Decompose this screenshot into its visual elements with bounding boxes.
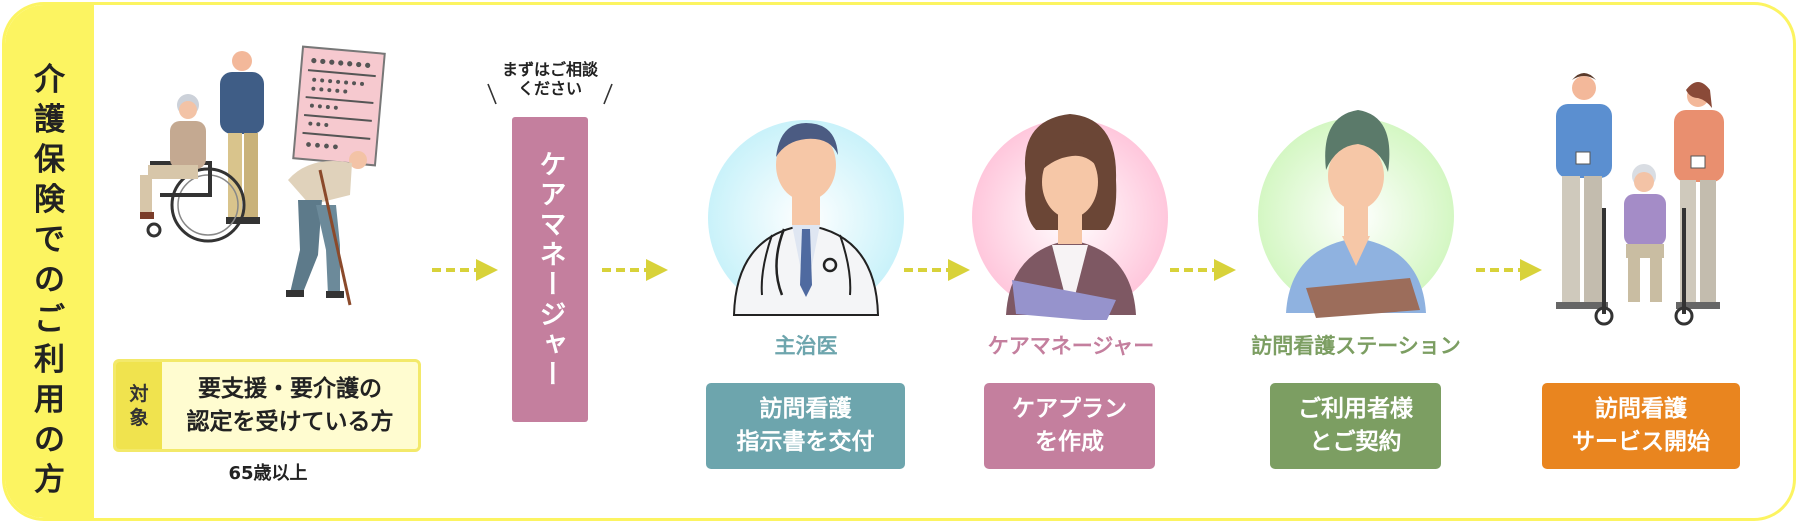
step-box-service: 訪問看護 サービス開始 <box>1542 383 1740 469</box>
arrow-icon <box>1170 259 1236 281</box>
seated-elderly-woman <box>140 94 206 219</box>
walking-elderly-man <box>286 151 367 306</box>
step-box-care-manager: ケアプラン を作成 <box>984 383 1155 469</box>
step-role-care-manager: ケアマネージャー <box>987 334 1155 358</box>
callout-marks <box>487 83 613 105</box>
step-box-doctor: 訪問看護 指示書を交付 <box>706 383 905 469</box>
elderly-people-illustration <box>140 45 386 306</box>
standing-elderly-man <box>220 51 264 224</box>
arrow-icon <box>1476 259 1542 281</box>
target-description: 要支援・要介護の 認定を受けている方 <box>186 375 394 435</box>
document-icon <box>292 45 386 167</box>
step-role-station: 訪問看護ステーション <box>1251 334 1461 358</box>
care-manager-illustration <box>972 114 1168 320</box>
sidebar-title: 介 護 保 険 で の ご 利 用 の 方 <box>34 62 65 498</box>
age-requirement: 65歳以上 <box>228 463 308 484</box>
doctor-illustration <box>708 120 904 316</box>
arrow-icon <box>432 259 498 281</box>
arrow-icon <box>602 259 668 281</box>
sidebar: 介 護 保 険 で の ご 利 用 の 方 <box>5 5 94 518</box>
target-criteria-box: 対 象 要支援・要介護の 認定を受けている方 <box>113 359 421 452</box>
consult-callout: まずはご相談 ください <box>501 60 598 98</box>
step-role-doctor: 主治医 <box>774 334 838 358</box>
nurse-illustration <box>1258 110 1454 318</box>
caregivers-illustration <box>1556 73 1724 326</box>
arrow-icon <box>904 259 970 281</box>
care-manager-vertical-box: ケアマネージャー <box>512 117 588 422</box>
step-box-station: ご利用者様 とご契約 <box>1270 383 1441 469</box>
target-tag: 対 象 <box>116 362 162 449</box>
